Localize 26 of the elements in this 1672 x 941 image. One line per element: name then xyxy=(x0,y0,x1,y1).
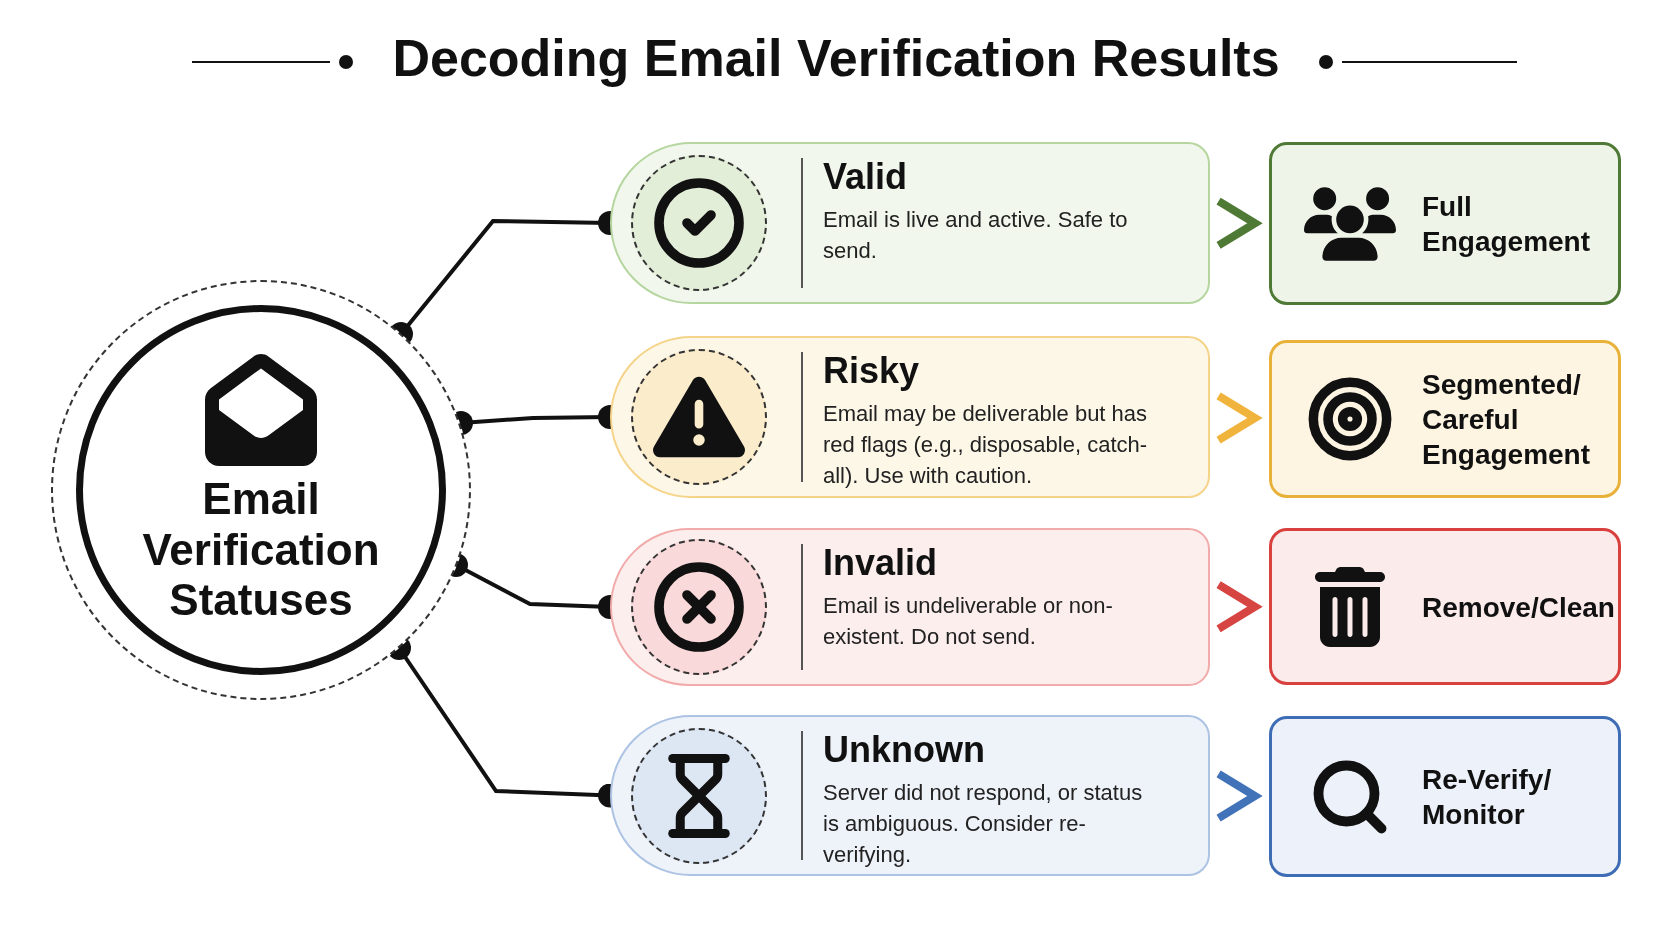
action-label: Full Engagement xyxy=(1422,189,1592,259)
status-pill xyxy=(610,528,1210,686)
chevron-arrow xyxy=(1218,394,1263,442)
status-title: Valid xyxy=(823,156,909,198)
action-label: Remove/Clean xyxy=(1422,590,1616,624)
status-title: Risky xyxy=(823,350,921,392)
chevron-arrow xyxy=(1218,772,1263,820)
status-pill xyxy=(610,142,1210,304)
status-title: Unknown xyxy=(823,729,986,771)
hub-label: Email Verification Statuses xyxy=(141,474,381,626)
status-title: Invalid xyxy=(823,542,939,584)
title: Decoding Email Verification Results xyxy=(392,28,1280,88)
action-box xyxy=(1269,716,1621,877)
status-pill xyxy=(610,336,1210,498)
action-label: Segmented/ Careful Engagement xyxy=(1422,367,1592,472)
chevron-arrow xyxy=(1218,199,1263,248)
status-description: Email is undeliverable or non-existent. Do not send. xyxy=(823,592,1114,651)
action-box xyxy=(1269,340,1621,498)
action-box xyxy=(1269,528,1621,685)
status-description: Server did not respond, or status is ambiguous. Consider re-verifying. xyxy=(823,779,1144,869)
status-pill xyxy=(610,715,1210,876)
action-label: Re-Verify/ Monitor xyxy=(1422,762,1553,832)
chevron-arrow xyxy=(1218,582,1263,631)
status-description: Email may be deliverable but has red flags (e.g., disposable, catch-all). Use with caution. xyxy=(823,400,1149,490)
status-description: Email is live and active. Safe to send. xyxy=(823,206,1129,265)
action-box xyxy=(1269,142,1621,305)
